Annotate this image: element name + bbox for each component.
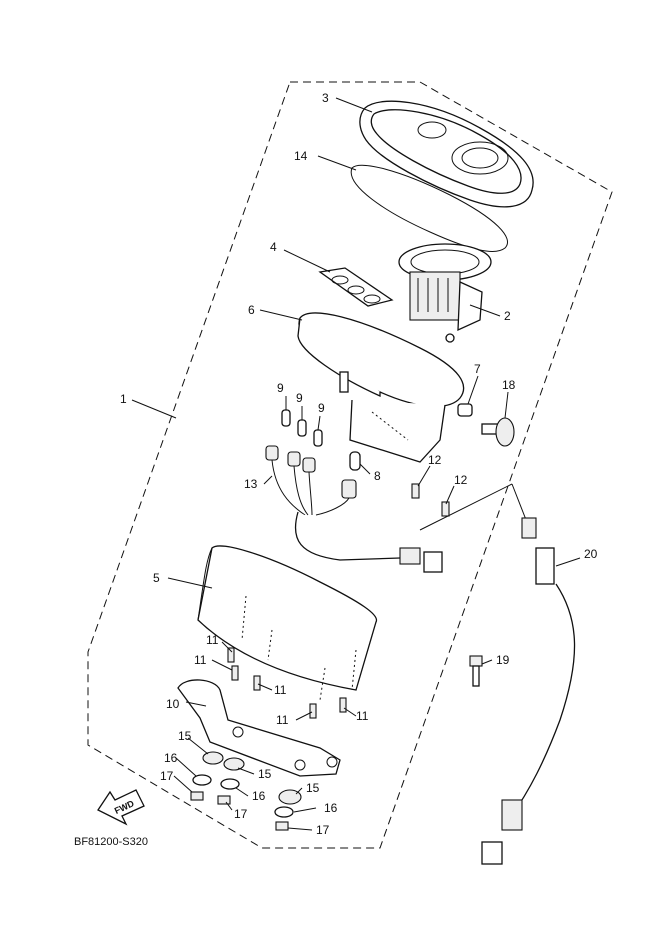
callout-1: 1 [120,392,127,406]
callout-11b: 11 [194,653,207,667]
callout-11e: 11 [356,709,369,723]
part-15-damper-c [278,789,302,805]
callout-17b: 17 [234,807,248,821]
part-9-bulb-c [313,429,323,447]
part-13-harness [265,445,443,573]
callout-4: 4 [270,240,277,254]
part-16-washer-a [192,774,212,786]
part-6-meter-case [297,312,465,463]
callout-16a: 16 [164,751,178,765]
part-4-indicator-plate [318,267,394,307]
part-9-bulb-b [297,419,307,437]
callout-15c: 15 [306,781,320,795]
callout-2: 2 [504,309,511,323]
callout-9b: 9 [296,391,303,405]
part-2-meter-unit [398,243,492,343]
callout-3: 3 [322,91,329,105]
part-17-nut-c [275,821,289,831]
callout-9a: 9 [277,381,284,395]
part-11-screw-e [339,697,347,713]
part-16-washer-c [274,806,294,818]
callout-15b: 15 [258,767,272,781]
part-12-screw-b [441,501,450,517]
callout-9c: 9 [318,401,325,415]
part-8-bulb [349,451,361,471]
part-9-bulb-a [281,409,291,427]
callout-12a: 12 [428,453,442,467]
part-7-collar [457,403,473,417]
part-17-nut-b [217,795,231,805]
part-12-screw-a [411,483,420,499]
callout-16c: 16 [324,801,338,815]
callout-12b: 12 [454,473,468,487]
part-19-bolt [469,655,483,687]
callout-10: 10 [166,697,180,711]
part-11-screw-b [231,665,239,681]
callout-17c: 17 [316,823,330,837]
callout-5: 5 [153,571,160,585]
part-18-gear [481,417,515,447]
callout-7: 7 [474,362,481,376]
callout-15a: 15 [178,729,192,743]
part-17-nut-a [190,791,204,801]
part-14-gasket [350,164,508,252]
callout-14: 14 [294,149,308,163]
part-11-screw-d [309,703,317,719]
fwd-arrow: FWD [97,789,145,826]
callout-19: 19 [496,653,510,667]
leader-lines [131,97,581,831]
callout-17a: 17 [160,769,174,783]
part-10-bracket [177,679,341,777]
part-11-screw-a [227,647,235,663]
callout-18: 18 [502,378,516,392]
part-15-damper-a [202,751,224,765]
callout-8: 8 [374,469,381,483]
part-11-screw-c [253,675,261,691]
part-20-meter-cable [419,483,576,865]
diagram-code: BF81200-S320 [74,836,148,848]
callout-11d: 11 [276,713,289,727]
callout-11a: 11 [206,633,219,647]
assembly-boundary [87,81,613,849]
callout-20: 20 [584,547,598,561]
callout-6: 6 [248,303,255,317]
callout-16b: 16 [252,789,266,803]
part-5-lower-case [197,545,378,701]
part-16-washer-b [220,778,240,790]
callout-13: 13 [244,477,258,491]
callout-11c: 11 [274,683,287,697]
part-3-meter-cover [359,100,534,208]
part-15-damper-b [223,757,245,771]
